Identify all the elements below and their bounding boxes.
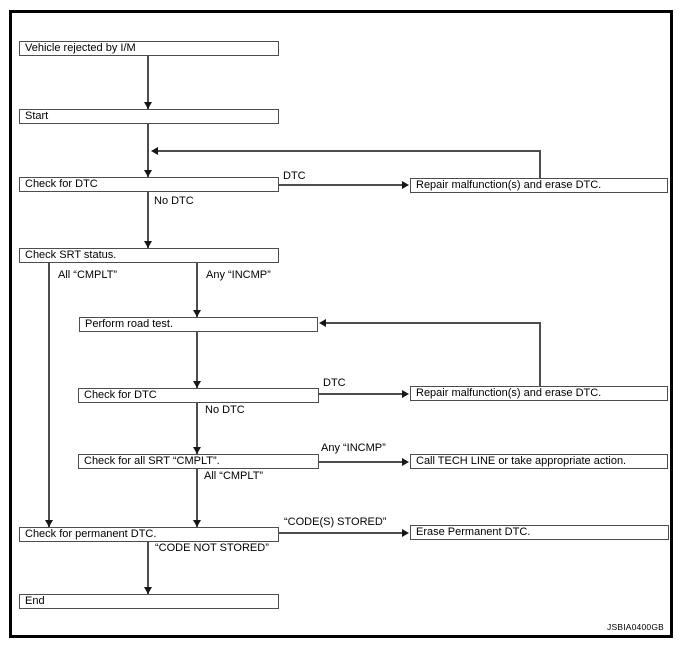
connector-line: [279, 532, 405, 534]
arrow-right-icon: [402, 181, 409, 189]
edge-label-all-cmplt-2: All “CMPLT”: [203, 470, 265, 482]
node-label: Check for all SRT “CMPLT”.: [84, 455, 220, 467]
arrow-left-icon: [151, 147, 158, 155]
connector-line: [147, 192, 149, 248]
connector-line-loop: [539, 150, 541, 178]
arrow-down-icon: [193, 520, 201, 527]
arrow-down-icon: [193, 310, 201, 317]
edge-label-codes-stored: “CODE(S) STORED”: [283, 516, 388, 528]
edge-label-no-dtc-1: No DTC: [153, 195, 195, 207]
node-start: Start: [19, 109, 279, 124]
node-label: Vehicle rejected by I/M: [25, 42, 136, 54]
node-end: End: [19, 594, 279, 609]
arrow-right-icon: [402, 458, 409, 466]
node-label: Check for permanent DTC.: [25, 528, 157, 540]
node-check-dtc-2: Check for DTC: [78, 388, 319, 403]
edge-label-any-incmp-1: Any “INCMP”: [205, 269, 272, 281]
node-label: Check for DTC: [84, 389, 157, 401]
node-check-permanent-dtc: Check for permanent DTC.: [19, 527, 279, 542]
node-check-dtc-1: Check for DTC: [19, 177, 279, 192]
edge-label-dtc-1: DTC: [282, 170, 307, 182]
node-vehicle-rejected: Vehicle rejected by I/M: [19, 41, 279, 56]
connector-line-loop: [539, 323, 541, 386]
arrow-right-icon: [402, 390, 409, 398]
connector-line: [279, 184, 405, 186]
connector-line-loop: [155, 150, 541, 152]
connector-line: [147, 124, 149, 177]
arrow-down-icon: [144, 241, 152, 248]
arrow-left-icon: [319, 319, 326, 327]
node-repair-erase-dtc-2: Repair malfunction(s) and erase DTC.: [410, 386, 668, 401]
node-repair-erase-dtc-1: Repair malfunction(s) and erase DTC.: [410, 178, 668, 193]
node-label: Repair malfunction(s) and erase DTC.: [416, 179, 602, 191]
arrow-down-icon: [45, 520, 53, 527]
edge-label-all-cmplt-1: All “CMPLT”: [57, 269, 119, 281]
connector-line: [196, 332, 198, 388]
node-call-tech-line: Call TECH LINE or take appropriate actio…: [410, 454, 668, 469]
node-label: Erase Permanent DTC.: [416, 526, 531, 538]
connector-line: [319, 461, 405, 463]
node-label: Start: [25, 110, 49, 122]
node-check-srt-status: Check SRT status.: [19, 248, 279, 263]
arrow-down-icon: [144, 102, 152, 109]
arrow-right-icon: [402, 529, 409, 537]
node-label: Repair malfunction(s) and erase DTC.: [416, 387, 602, 399]
connector-line: [196, 469, 198, 527]
node-erase-permanent-dtc: Erase Permanent DTC.: [410, 525, 669, 540]
arrow-down-icon: [193, 381, 201, 388]
edge-label-code-not-stored: “CODE NOT STORED”: [154, 542, 270, 554]
connector-line: [48, 263, 50, 527]
node-check-all-srt-cmplt: Check for all SRT “CMPLT”.: [78, 454, 319, 469]
node-label: Check for DTC: [25, 178, 98, 190]
node-label: Perform road test.: [85, 318, 174, 330]
connector-line: [196, 403, 198, 454]
node-label: End: [25, 595, 45, 607]
figure-id: JSBIA0400GB: [607, 622, 665, 632]
connector-line: [196, 263, 198, 317]
connector-line: [147, 541, 149, 594]
node-label: Call TECH LINE or take appropriate actio…: [416, 455, 627, 467]
arrow-down-icon: [144, 170, 152, 177]
connector-line-loop: [324, 322, 541, 324]
edge-label-dtc-2: DTC: [322, 377, 347, 389]
connector-line: [147, 56, 149, 109]
arrow-down-icon: [193, 447, 201, 454]
node-label: Check SRT status.: [25, 249, 117, 261]
edge-label-any-incmp-2: Any “INCMP”: [320, 442, 387, 454]
connector-line: [319, 393, 405, 395]
node-perform-road-test: Perform road test.: [79, 317, 318, 332]
edge-label-no-dtc-2: No DTC: [204, 404, 246, 416]
arrow-down-icon: [144, 587, 152, 594]
